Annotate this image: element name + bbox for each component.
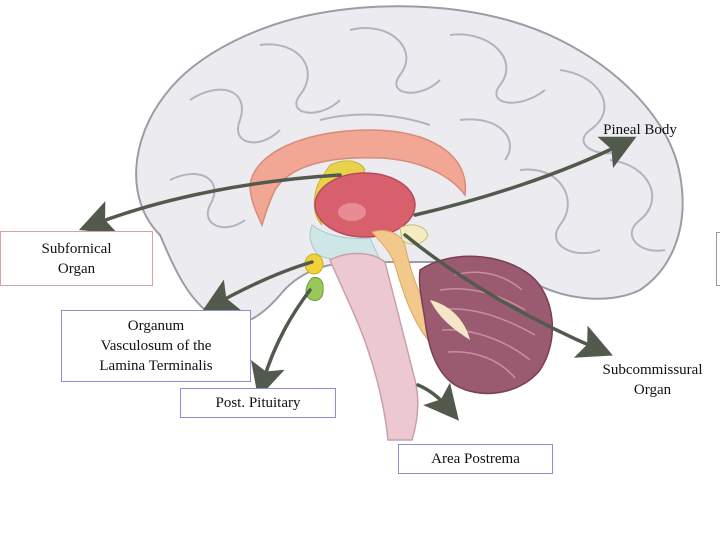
ovlt-line-2: Vasculosum of the <box>100 338 212 354</box>
subcommissural-organ-label: Subcommissural Organ <box>590 360 715 400</box>
subfornical-line-2: Organ <box>57 260 96 277</box>
post-pituitary-label: Post. Pituitary <box>180 388 336 418</box>
arrow-ovlt <box>201 260 314 312</box>
corpus-callosum <box>249 129 467 228</box>
pineal-region <box>399 224 429 245</box>
post-pituitary-text: Post. Pituitary <box>215 395 301 411</box>
cerebellum <box>418 255 553 395</box>
thalamus-highlight <box>338 203 366 221</box>
ovlt-label: Organum Vasculosum of the Lamina Termina… <box>61 310 251 382</box>
subcommissural-line-2: Organ <box>633 382 672 398</box>
arrow-area-postrema <box>416 382 459 421</box>
arrow-subfornical <box>78 173 342 234</box>
subfornical-organ-label: Subfornical Organ <box>0 231 153 286</box>
pineal-body-text: Pineal Body <box>603 122 677 138</box>
area-postrema-label: Area Postrema <box>398 444 553 474</box>
brainstem <box>329 252 419 441</box>
area-postrema-text: Area Postrema <box>431 451 520 467</box>
ovlt-line-1: Organum <box>127 318 185 334</box>
pineal-body-label: Pineal Body <box>585 120 695 140</box>
arrow-pineal <box>413 136 637 217</box>
partial-box-right-edge <box>716 232 720 286</box>
arrow-subcommissural <box>403 233 613 358</box>
subcommissural-line-1: Subcommissural <box>602 362 703 378</box>
pointer-arrows <box>78 136 637 421</box>
thalamus <box>314 172 416 238</box>
ovlt-line-3: Lamina Terminalis <box>99 358 213 374</box>
cerebrum <box>135 5 684 325</box>
pituitary-organ <box>305 277 324 301</box>
arrow-post-pituitary <box>251 288 312 399</box>
subfornical-line-1: Subfornical <box>41 240 112 257</box>
